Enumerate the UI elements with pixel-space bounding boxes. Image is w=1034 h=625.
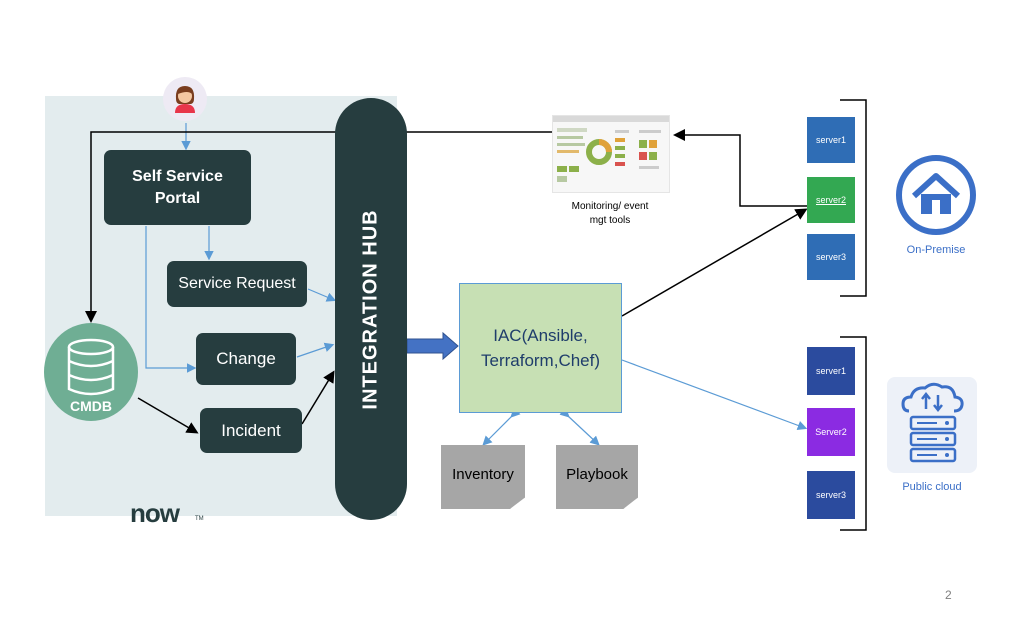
integration-hub-container: INTEGRATION HUB xyxy=(335,98,407,520)
iac-line2: Terraform,Chef) xyxy=(480,351,601,370)
arrow-iac-inventory xyxy=(482,407,521,446)
iac-box: IAC(Ansible, Terraform,Chef) xyxy=(459,283,622,413)
cmdb-node xyxy=(44,323,138,421)
cloud-server-icon xyxy=(901,382,964,463)
house-icon xyxy=(896,155,976,235)
incident-box: Incident xyxy=(200,408,302,453)
on-premise-server1: server1 xyxy=(807,117,855,163)
arrow-portal-to-change xyxy=(145,226,197,373)
inventory-label: Inventory xyxy=(452,465,514,483)
on-premise-label: On-Premise xyxy=(906,244,966,256)
public-cloud-label: Public cloud xyxy=(902,481,962,493)
servicenow-logo: now xyxy=(130,498,180,528)
playbook-label: Playbook xyxy=(566,465,628,483)
public-cloud-server3: server3 xyxy=(807,471,855,519)
service-request-box: Service Request xyxy=(167,261,307,307)
user-avatar xyxy=(163,77,207,121)
arrow-server2-to-monitoring xyxy=(673,129,807,207)
arrow-hub-to-iac xyxy=(406,331,459,361)
monitoring-label: Monitoring/ event mgt tools xyxy=(545,200,675,228)
public-cloud-server2: Server2 xyxy=(807,408,855,456)
on-premise-server3: server3 xyxy=(807,234,855,280)
arrow-incident-to-hub xyxy=(301,370,335,425)
cmdb-label: CMDB xyxy=(70,398,112,414)
integration-hub-label: INTEGRATION HUB xyxy=(359,208,382,410)
bracket-public-cloud xyxy=(840,336,867,531)
service-request-label: Service Request xyxy=(178,275,296,292)
page-number: 2 xyxy=(945,588,952,602)
playbook-note: Playbook xyxy=(556,445,638,509)
arrow-cmdb-to-incident xyxy=(137,397,199,434)
change-label: Change xyxy=(216,349,276,368)
cloud-server-tile xyxy=(887,377,977,473)
servicenow-logo-tm: TM xyxy=(195,516,204,522)
on-premise-server2: server2 xyxy=(807,177,855,223)
arrow-iac-to-on-premise xyxy=(621,208,808,317)
self-service-portal-box: Self Service Portal xyxy=(104,150,251,225)
monitoring-label-line1: Monitoring/ event xyxy=(571,201,649,212)
arrow-change-to-hub xyxy=(296,342,335,358)
bracket-on-premise xyxy=(840,99,867,297)
incident-label: Incident xyxy=(221,420,281,440)
inventory-note: Inventory xyxy=(441,445,525,509)
monitoring-label-line2: mgt tools xyxy=(589,215,631,226)
arrow-service-request-to-hub xyxy=(307,288,337,302)
self-service-portal-line1: Self Service xyxy=(132,167,223,185)
arrow-iac-to-public-cloud xyxy=(621,359,808,430)
self-service-portal-line2: Portal xyxy=(154,189,201,207)
arrow-iac-playbook xyxy=(559,407,600,446)
iac-line1: IAC(Ansible, xyxy=(493,326,588,345)
monitoring-dashboard-image xyxy=(552,115,670,193)
change-box: Change xyxy=(196,333,296,385)
public-cloud-server1: server1 xyxy=(807,347,855,395)
integration-hub-bar xyxy=(335,98,407,520)
database-icon xyxy=(67,338,115,396)
